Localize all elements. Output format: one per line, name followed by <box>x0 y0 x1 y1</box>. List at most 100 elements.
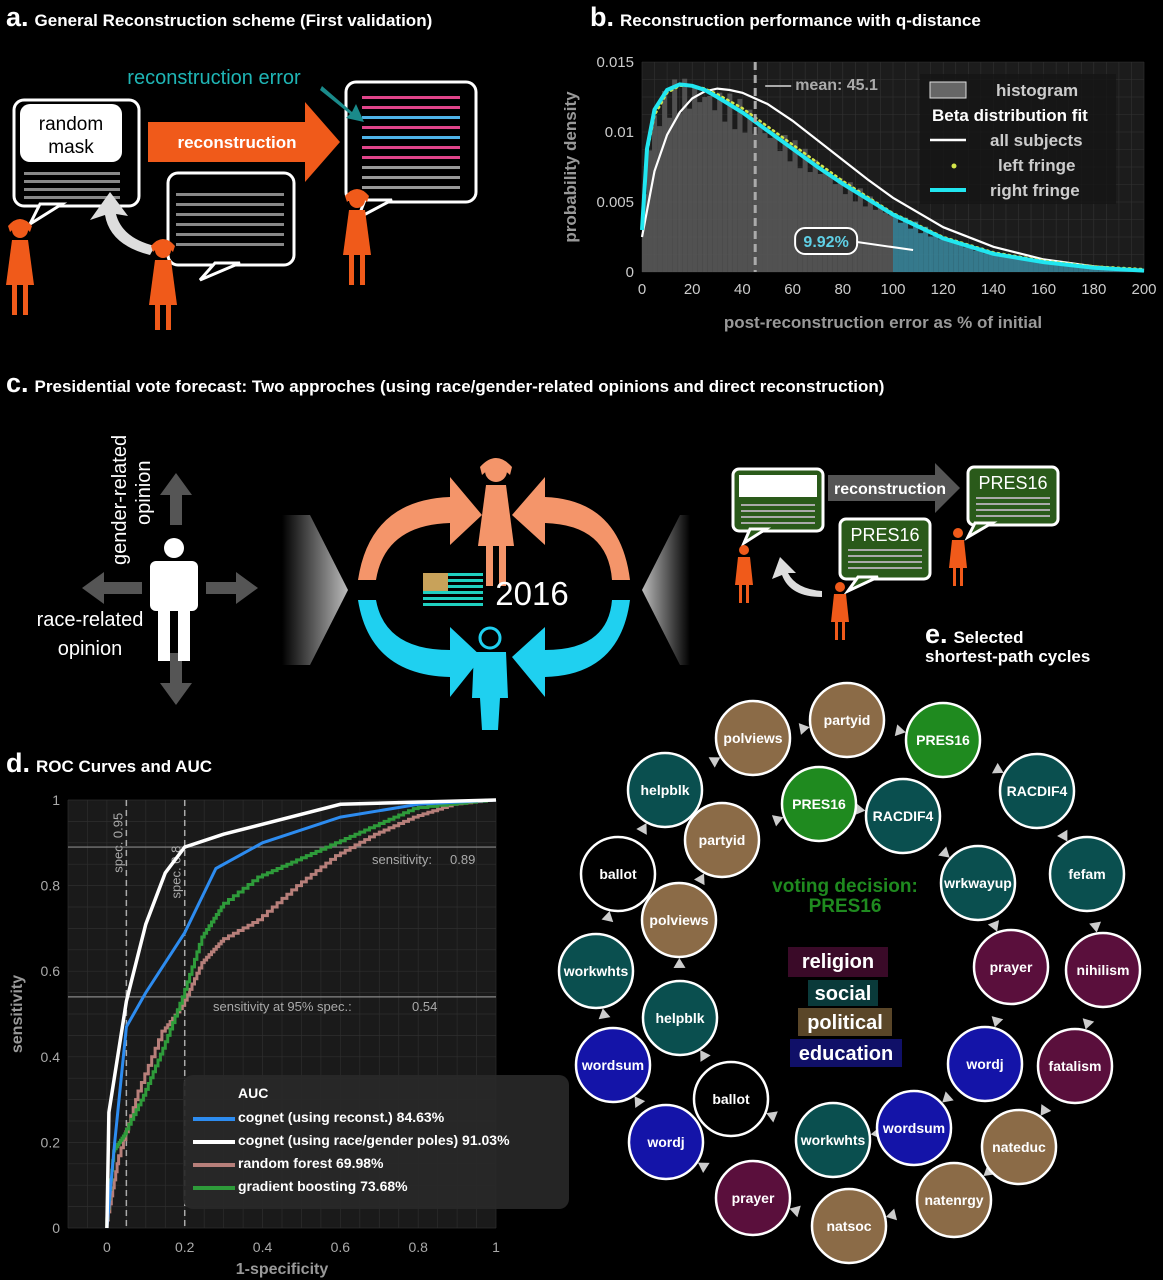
histogram-bar <box>963 247 969 272</box>
edge-arrowhead <box>991 1016 1004 1028</box>
histogram-bar <box>913 221 919 272</box>
histogram-bar <box>702 97 708 272</box>
person-icon-center <box>150 538 198 661</box>
histogram-bar <box>687 108 693 272</box>
histogram-bar <box>777 151 783 272</box>
graph-node-label: fatalism <box>1049 1058 1102 1074</box>
histogram-bar <box>1073 264 1079 272</box>
race-label-1: race-related <box>37 609 144 631</box>
histogram-bar <box>988 250 994 272</box>
graph-node-label: wordsum <box>882 1120 945 1136</box>
histogram-bar <box>847 182 853 272</box>
roc-series-1 <box>105 798 497 1229</box>
sensitivity-value: 0.89 <box>450 852 475 867</box>
mini-bubble-pres16-middle <box>838 517 932 595</box>
histogram-bar <box>767 137 773 272</box>
graph-node-label: RACDIF4 <box>873 808 934 824</box>
edge-arrowhead <box>938 846 950 858</box>
edge-arrowhead <box>854 803 866 816</box>
panel-e-title: e.Selected shortest-path cycles <box>925 619 1091 666</box>
histogram-bar <box>893 215 899 272</box>
histogram-bar <box>948 240 954 272</box>
graph-node-label: polviews <box>723 730 782 746</box>
mini-bubble-masked <box>731 467 825 547</box>
reconstruction-arrow <box>148 102 340 182</box>
graph-node-label: natsoc <box>826 1218 871 1234</box>
graph-node-label: partyid <box>824 712 871 728</box>
random-mask-text-1: random <box>39 114 103 135</box>
x-tick-label: 100 <box>880 281 905 298</box>
graph-node-label: wordj <box>965 1056 1003 1072</box>
edge-arrowhead <box>942 1091 954 1103</box>
legend-beta-fit: Beta distribution fit <box>932 106 1088 125</box>
graph-node <box>998 752 1076 830</box>
panel-d-title: d.ROC Curves and AUC <box>6 748 213 778</box>
category-bg-social <box>808 980 878 1006</box>
histogram-bar <box>928 236 934 272</box>
random-mask-text-2: mask <box>48 137 94 158</box>
opinion-axes <box>82 473 258 705</box>
roc-legend-entry: random forest 69.98% <box>193 1155 573 1179</box>
histogram-bar <box>1063 263 1069 272</box>
percent-callout: 9.92% <box>803 234 848 251</box>
roc-legend-entry: cognet (using reconst.) 84.63% <box>193 1109 573 1133</box>
year-label: 2016 <box>495 575 568 612</box>
category-social: social <box>815 983 872 1005</box>
histogram-bar <box>938 239 944 272</box>
y-tick-label: 0.01 <box>605 124 634 141</box>
histogram-bar <box>998 253 1004 272</box>
legend-histogram: histogram <box>996 81 1078 100</box>
panel-c-diagram: gender-related opinion race-related opin… <box>37 435 1060 730</box>
roc-legend-label: cognet (using reconst.) 84.63% <box>238 1109 445 1125</box>
graph-node-label: wordsum <box>581 1057 644 1073</box>
roc-legend-swatch <box>193 1117 235 1121</box>
callout-pointer <box>856 241 914 251</box>
female-icon <box>478 458 514 586</box>
edge-arrowhead <box>1057 829 1068 842</box>
sensitivity95-value: 0.54 <box>412 999 437 1014</box>
edge-arrowhead <box>634 1096 646 1108</box>
x-axis-label: 1-specificity <box>236 1261 329 1278</box>
histogram-bar <box>978 247 984 272</box>
graph-node <box>574 1026 652 1104</box>
histogram-bar <box>1058 263 1064 272</box>
x-tick-label: 0 <box>638 281 646 298</box>
graph-node <box>864 777 942 855</box>
gender-label-1: gender-related <box>109 435 131 565</box>
edge-arrowhead <box>1082 1018 1095 1030</box>
graph-node <box>794 1101 872 1179</box>
histogram-bar <box>1048 263 1054 272</box>
edge-arrowhead <box>789 1205 801 1218</box>
mini-pres16-middle-label: PRES16 <box>850 525 919 545</box>
series-right-fringe <box>640 82 1145 273</box>
panel-b-title: b.Reconstruction performance with q-dist… <box>590 2 981 32</box>
edge-arrowhead <box>700 1050 711 1062</box>
cyan-arrow-right <box>512 600 630 697</box>
graph-node <box>683 801 761 879</box>
histogram-bar <box>727 93 733 272</box>
edge-arrowhead <box>636 823 647 835</box>
graph-node-label: natenrgy <box>924 1192 983 1208</box>
roc-legend-entry: cognet (using race/gender poles) 91.03% <box>193 1132 573 1156</box>
roc-legend-swatch <box>193 1186 235 1190</box>
histogram-bar <box>747 109 753 273</box>
histogram-bar <box>983 253 989 272</box>
histogram-bar <box>717 92 723 272</box>
histogram-bar <box>1028 260 1034 272</box>
category-religion: religion <box>802 951 874 973</box>
mini-person-middle <box>831 582 849 640</box>
edge-arrowhead <box>766 1111 778 1123</box>
histogram-bar <box>707 95 713 273</box>
histogram-bar <box>1023 257 1029 272</box>
histogram-bar <box>882 212 888 272</box>
y-tick-label: 0.6 <box>41 963 61 979</box>
histogram-bar <box>682 78 688 272</box>
x-tick-label: 80 <box>834 281 851 298</box>
histogram-bar <box>953 243 959 272</box>
histogram-bar <box>1038 262 1044 272</box>
cycle-graph: voting decision: PRES16 religion social … <box>557 681 1142 1265</box>
graph-node <box>626 751 704 829</box>
edge-arrowhead <box>708 757 721 768</box>
histogram-bar <box>933 232 939 272</box>
